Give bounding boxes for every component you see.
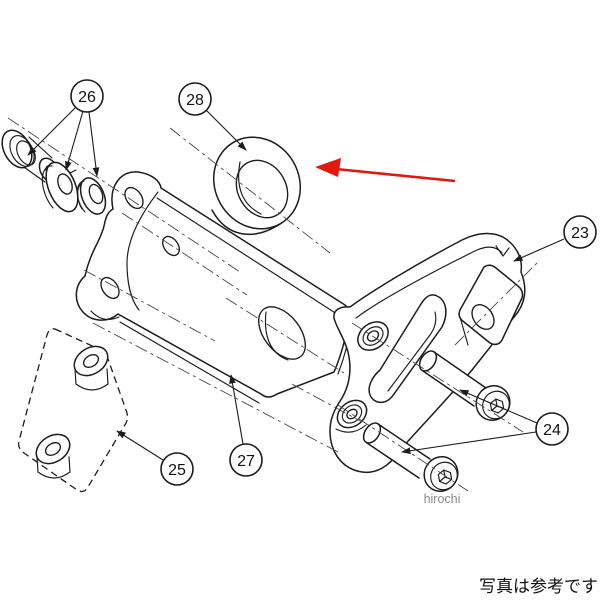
callout-28: 28 bbox=[178, 82, 212, 116]
centerlines bbox=[7, 117, 538, 492]
callout-23: 23 bbox=[563, 215, 597, 249]
foot-hole bbox=[100, 276, 120, 300]
leader-25 bbox=[116, 430, 164, 461]
triangular-cutout bbox=[368, 294, 447, 404]
leader-lines bbox=[27, 106, 565, 461]
watermark-text: hirochi bbox=[424, 492, 461, 506]
lower-bushing bbox=[35, 433, 71, 479]
callout-25-label: 25 bbox=[168, 462, 186, 479]
pad-hole bbox=[471, 303, 495, 331]
middle-hole-centerline bbox=[121, 212, 248, 296]
edge-notch bbox=[495, 245, 510, 257]
leader-27 bbox=[229, 374, 244, 445]
washer-hole bbox=[88, 183, 104, 205]
part-24-bolts bbox=[362, 350, 511, 492]
red-arrow-head bbox=[315, 158, 341, 177]
collar-side-wall bbox=[211, 209, 281, 236]
collar-axis-centerline bbox=[169, 127, 331, 254]
ear-hole bbox=[124, 186, 144, 210]
part-26-fastener-set bbox=[1, 129, 107, 215]
callout-balloons: 26 28 23 24 25 27 bbox=[70, 79, 597, 486]
part-28-collar bbox=[211, 136, 302, 236]
collar-bore bbox=[235, 159, 289, 219]
large-hole-depth bbox=[264, 311, 289, 361]
leader-23 bbox=[513, 238, 565, 262]
top-edge-thickness bbox=[355, 246, 503, 319]
leader-24-lower bbox=[401, 431, 537, 455]
foot-thickness bbox=[90, 310, 120, 321]
leader-24-upper bbox=[459, 389, 538, 424]
bushing-hole bbox=[82, 354, 100, 368]
bottom-edge-thickness bbox=[119, 321, 260, 404]
lower-long-centerline bbox=[92, 322, 339, 453]
arm-inner-edge bbox=[126, 191, 159, 311]
callout-23-label: 23 bbox=[571, 225, 589, 242]
lower-bolt bbox=[362, 422, 459, 492]
bore-depth-edge bbox=[238, 161, 262, 215]
callout-24-label: 24 bbox=[543, 422, 561, 439]
reference-caption: 写真は参考です bbox=[479, 577, 598, 596]
upper-bushing bbox=[73, 345, 109, 391]
red-arrow-shaft bbox=[335, 167, 456, 183]
bolt26-axis-centerline bbox=[7, 117, 241, 273]
foot-hole-centerline bbox=[83, 269, 363, 423]
upper-bolt bbox=[418, 350, 511, 421]
large-washer bbox=[41, 161, 79, 213]
callout-26-label: 26 bbox=[78, 89, 96, 106]
leader-26-washer2 bbox=[88, 111, 100, 177]
washer-hole bbox=[57, 173, 73, 195]
small-washer bbox=[76, 177, 107, 215]
callout-27: 27 bbox=[229, 443, 263, 477]
part-25-link-plate bbox=[17, 328, 129, 493]
phantom-plate-outline bbox=[17, 328, 129, 493]
middle-hole bbox=[162, 235, 180, 257]
large-oval-hole bbox=[258, 306, 306, 360]
callout-27-label: 27 bbox=[237, 453, 255, 470]
leader-26-bolt bbox=[27, 106, 77, 156]
leader-26-washer1 bbox=[65, 110, 84, 171]
boss-hole bbox=[346, 408, 358, 420]
part-27-main-bracket bbox=[75, 171, 353, 404]
red-highlight-arrow bbox=[315, 158, 456, 183]
callout-28-label: 28 bbox=[186, 92, 204, 109]
pad-thickness bbox=[459, 316, 469, 346]
pad-hole-centerline bbox=[454, 262, 538, 346]
callout-24: 24 bbox=[535, 412, 569, 446]
callout-26: 26 bbox=[70, 79, 104, 113]
bushing-hole bbox=[44, 442, 62, 456]
cutout-depth-edge bbox=[387, 311, 437, 392]
top-edge-thickness bbox=[156, 197, 341, 317]
upper-bolt-centerline bbox=[351, 322, 524, 433]
leader-28 bbox=[205, 109, 247, 151]
callout-25: 25 bbox=[160, 452, 194, 486]
